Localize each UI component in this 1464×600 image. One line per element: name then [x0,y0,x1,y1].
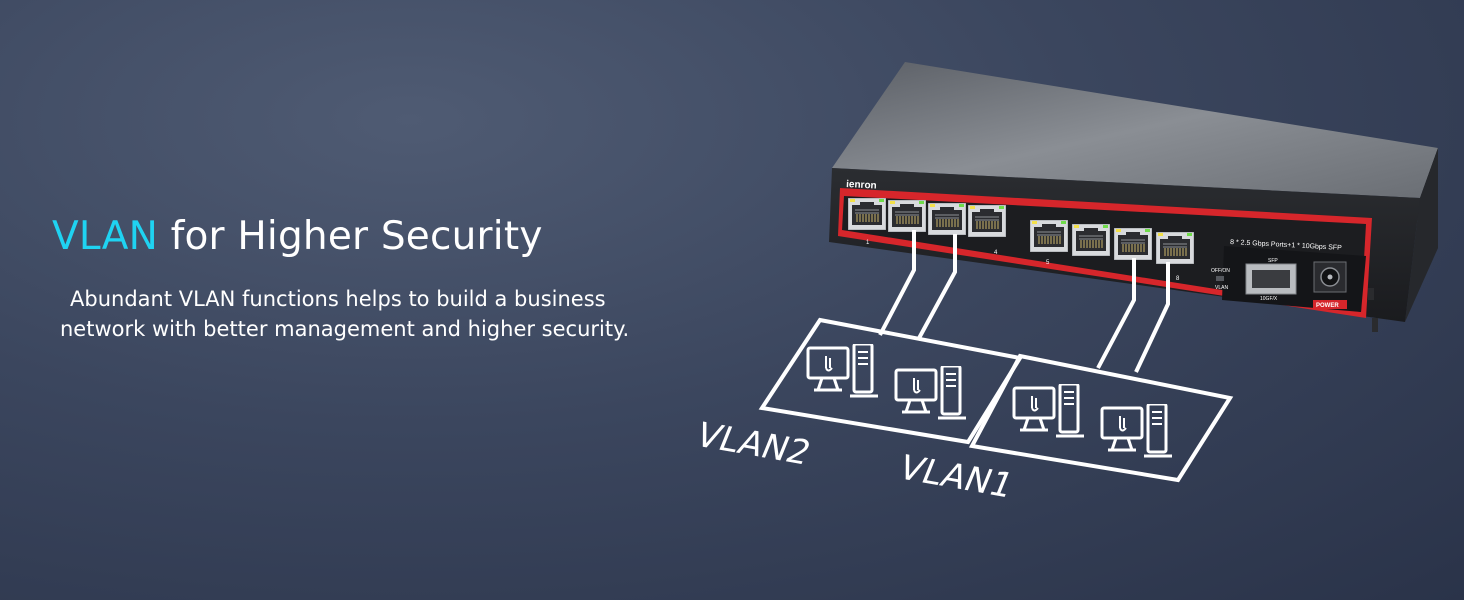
port-label-8: 8 [1176,276,1180,282]
port-label-4: 4 [994,250,998,256]
power-label: POWER [1316,303,1339,309]
port-label-1: 1 [866,240,870,246]
port-4 [968,205,1006,237]
headline-rest: for Higher Security [157,214,543,259]
vlan2-group-box [758,317,1024,445]
port-2 [888,200,926,232]
vlan1-computer-2 [1100,404,1174,458]
vlan2-computer-2 [894,366,968,420]
vlan-switch [1216,276,1224,281]
description-line-1: Abundant VLAN functions helps to build a… [70,287,606,311]
vlan2-label: VLAN2 [690,416,817,473]
sfp-label: SFP [1268,258,1278,264]
port-5 [1030,220,1068,252]
port-7 [1114,228,1152,260]
sfp-sub-label: 10GF/X [1260,296,1278,302]
switch-top [832,62,1438,198]
port-label-5: 5 [1046,260,1050,266]
brand-logo: ienron [846,179,877,192]
port-6 [1072,224,1110,256]
port-8 [1156,232,1194,264]
vlan-switch-label-bottom: VLAN [1215,285,1228,291]
headline-accent: VLAN [52,214,158,259]
vlan1-group-box [968,353,1234,483]
headline: VLAN for Higher Security [52,214,543,259]
vlan1-computer-1 [1012,384,1086,438]
cables [878,230,1170,373]
vlan-switch-label-top: OFF/ON [1211,268,1230,274]
vlan1-label: VLAN1 [893,449,1020,506]
port-3 [928,203,966,235]
description-line-2: network with better management and highe… [60,317,630,341]
vlan2-computer-1 [806,344,880,398]
network-illustration: ienron 1 4 5 8 OFF/ON VLAN 8 * 2.5 Gbps … [690,62,1438,506]
description: Abundant VLAN functions helps to build a… [60,284,760,344]
port-1 [848,198,886,230]
